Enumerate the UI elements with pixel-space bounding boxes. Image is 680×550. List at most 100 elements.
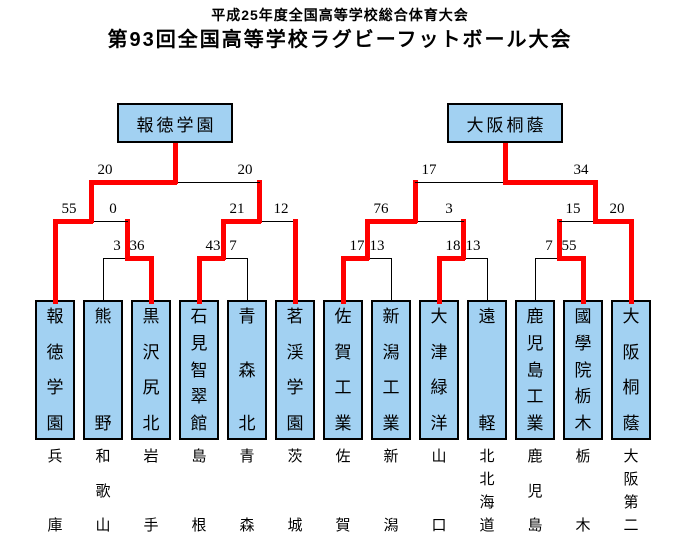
team-name-char: 木	[574, 414, 592, 433]
team-name-char: 院	[574, 360, 592, 380]
prefecture-char: 城	[287, 518, 303, 534]
team-name-char: 工	[334, 378, 352, 398]
prefecture-char: 海	[479, 495, 495, 511]
winner-path-line	[197, 256, 225, 261]
team-name-char: 野	[94, 414, 112, 433]
prefecture-char: 佐	[335, 449, 351, 465]
winner-path-line	[220, 219, 226, 260]
prefecture-char: 歌	[95, 483, 111, 500]
winner-path-line	[124, 219, 130, 260]
bracket-line	[175, 182, 260, 183]
prefecture-char: 第	[623, 495, 639, 511]
team-name-char: 洋	[430, 413, 448, 433]
score-E-right: 55	[561, 238, 577, 254]
score-D-left: 18	[445, 238, 461, 254]
prefecture-char: 新	[383, 449, 399, 465]
bracket-line	[390, 258, 392, 302]
score-SFL-left: 20	[97, 162, 113, 178]
team-box: 茗渓学園	[275, 300, 315, 440]
winner-path-line	[292, 219, 298, 304]
team-name-char: 園	[286, 413, 304, 433]
prefecture-char: 和	[95, 449, 111, 465]
team-name-char: 北	[142, 413, 160, 433]
team-name-char: 業	[334, 413, 352, 433]
team-box: 鹿児島工業	[515, 300, 555, 440]
prefecture-char: 大	[623, 449, 639, 465]
prefecture-char: 木	[575, 518, 591, 534]
prefecture-char: 栃	[575, 449, 591, 465]
winner-path-line	[557, 256, 585, 261]
team-box: 報徳学園	[35, 300, 75, 440]
prefecture-label: 新潟	[371, 450, 411, 534]
score-QF3-right: 3	[445, 201, 453, 217]
team-name-char: 阪	[622, 342, 640, 362]
team-name-char: 石	[190, 307, 208, 326]
team-name-char: 大	[430, 307, 448, 326]
score-A-right: 36	[129, 238, 145, 254]
winner-path-line	[593, 219, 633, 224]
winner-path-line	[341, 256, 369, 261]
team-name-char: 業	[382, 413, 400, 433]
team-box: 大津緑洋	[419, 300, 459, 440]
team-name-char: 遠	[478, 307, 496, 326]
team-box: 國學院栃木	[563, 300, 603, 440]
team-name-char: 桐	[622, 378, 640, 398]
prefecture-char: 森	[239, 518, 255, 534]
prefecture-label: 兵庫	[35, 450, 75, 534]
team-box: 大阪桐蔭	[611, 300, 651, 440]
winner-path-line	[221, 219, 261, 224]
winner-path-line	[340, 256, 346, 304]
winner-path-line	[460, 219, 466, 260]
prefecture-char: 鹿	[527, 449, 543, 465]
finalist-box: 報徳学園	[117, 103, 233, 143]
score-QF4-left: 15	[565, 201, 581, 217]
bracket-line	[259, 221, 296, 222]
score-B-right: 7	[229, 238, 237, 254]
bracket-line	[246, 258, 248, 302]
team-name-char: 児	[526, 333, 544, 353]
bracket-line	[535, 258, 560, 259]
winner-path-line	[503, 180, 597, 185]
prefecture-char: 茨	[287, 449, 303, 465]
winner-path-line	[436, 256, 442, 304]
prefecture-label: 島根	[179, 450, 219, 534]
prefecture-char: 庫	[47, 518, 63, 534]
team-name-char: 黒	[142, 307, 160, 326]
team-name-char: 渓	[286, 342, 304, 362]
winner-path-line	[628, 219, 634, 304]
prefecture-char: 島	[527, 518, 543, 534]
prefecture-char: 山	[431, 449, 447, 465]
team-name-char: 徳	[46, 342, 64, 362]
score-SFR-left: 17	[421, 162, 437, 178]
winner-path-line	[148, 256, 154, 304]
score-C-right: 13	[369, 238, 385, 254]
prefecture-label: 佐賀	[323, 450, 363, 534]
team-name-char: 津	[430, 342, 448, 362]
tournament-subtitle: 平成25年度全国高等学校総合体育大会	[211, 7, 469, 23]
score-QF2-left: 21	[229, 201, 245, 217]
winner-path-line	[125, 256, 153, 261]
team-name-char: 潟	[382, 342, 400, 362]
bracket-line	[559, 221, 596, 222]
team-name-char: 軽	[478, 414, 496, 433]
team-name-char: 館	[190, 414, 208, 433]
prefecture-label: 北北海道	[467, 450, 507, 534]
team-name-char: 國	[574, 307, 592, 326]
team-name-char: 工	[382, 378, 400, 398]
team-name-char: 報	[46, 307, 64, 326]
team-name-char: 大	[622, 307, 640, 326]
prefecture-char: 北	[479, 449, 495, 465]
prefecture-char: 岩	[143, 449, 159, 465]
winner-path-line	[556, 219, 562, 260]
team-box: 熊野	[83, 300, 123, 440]
score-QF2-right: 12	[273, 201, 289, 217]
score-E-left: 7	[545, 238, 553, 254]
winner-path-line	[88, 180, 94, 223]
team-name-char: 賀	[334, 342, 352, 362]
prefecture-char: 山	[95, 518, 111, 534]
prefecture-label: 鹿児島	[515, 450, 555, 534]
team-box: 佐賀工業	[323, 300, 363, 440]
team-name-char: 茗	[286, 307, 304, 326]
prefecture-char: 賀	[335, 518, 351, 534]
